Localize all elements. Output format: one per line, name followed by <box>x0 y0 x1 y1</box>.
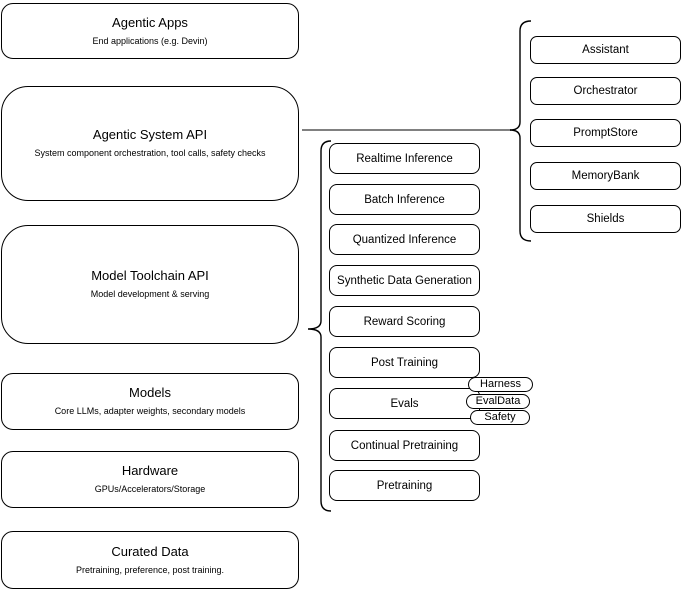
node-label: Continual Pretraining <box>350 439 459 452</box>
node-subtitle: GPUs/Accelerators/Storage <box>94 484 206 495</box>
node-label: Evals <box>390 397 419 410</box>
tag-label: Harness <box>480 378 521 390</box>
node-label: MemoryBank <box>571 170 640 182</box>
node-hardware: Hardware GPUs/Accelerators/Storage <box>1 451 299 508</box>
right-column-brace <box>509 20 532 242</box>
tag-safety: Safety <box>470 410 530 425</box>
node-title: Agentic Apps <box>112 14 188 30</box>
middle-column-brace <box>307 140 332 512</box>
node-evals: Evals <box>329 388 480 419</box>
node-title: Hardware <box>121 463 179 479</box>
node-subtitle: End applications (e.g. Devin) <box>92 35 208 46</box>
node-quantized-inference: Quantized Inference <box>329 224 480 255</box>
node-title: Models <box>129 385 171 401</box>
tag-label: EvalData <box>475 395 521 407</box>
node-label: Reward Scoring <box>363 315 446 328</box>
node-title: Agentic System API <box>92 127 208 143</box>
node-label: Batch Inference <box>364 193 445 206</box>
node-label: Assistant <box>582 44 629 56</box>
node-label: Pretraining <box>376 479 433 492</box>
node-post-training: Post Training <box>329 347 480 378</box>
node-subtitle: Pretraining, preference, post training. <box>75 564 225 575</box>
node-label: Quantized Inference <box>352 233 457 246</box>
node-label: Shields <box>586 213 625 225</box>
node-reward-scoring: Reward Scoring <box>329 306 480 337</box>
node-memorybank: MemoryBank <box>530 162 681 190</box>
tag-harness: Harness <box>468 377 533 392</box>
node-label: Post Training <box>370 356 439 369</box>
node-title: Model Toolchain API <box>91 268 209 284</box>
tag-label: Safety <box>484 411 516 423</box>
node-models: Models Core LLMs, adapter weights, secon… <box>1 373 299 430</box>
node-label: PromptStore <box>573 127 638 139</box>
node-continual-pretraining: Continual Pretraining <box>329 430 480 461</box>
node-model-toolchain-api: Model Toolchain API Model development & … <box>1 225 299 344</box>
node-orchestrator: Orchestrator <box>530 77 681 105</box>
node-subtitle: System component orchestration, tool cal… <box>34 148 266 159</box>
node-agentic-system-api: Agentic System API System component orch… <box>1 86 299 201</box>
node-label: Synthetic Data Generation <box>337 274 472 287</box>
node-shields: Shields <box>530 205 681 233</box>
node-pretraining: Pretraining <box>329 470 480 501</box>
node-realtime-inference: Realtime Inference <box>329 143 480 174</box>
node-assistant: Assistant <box>530 36 681 64</box>
tag-evaldata: EvalData <box>466 394 530 409</box>
node-agentic-apps: Agentic Apps End applications (e.g. Devi… <box>1 3 299 59</box>
node-subtitle: Model development & serving <box>90 289 210 300</box>
node-promptstore: PromptStore <box>530 119 681 147</box>
node-label: Orchestrator <box>573 85 638 97</box>
node-synthetic-data-generation: Synthetic Data Generation <box>329 265 480 296</box>
node-title: Curated Data <box>111 543 189 559</box>
node-batch-inference: Batch Inference <box>329 184 480 215</box>
node-curated-data: Curated Data Pretraining, preference, po… <box>1 531 299 589</box>
node-label: Realtime Inference <box>356 152 453 165</box>
node-subtitle: Core LLMs, adapter weights, secondary mo… <box>54 406 246 417</box>
